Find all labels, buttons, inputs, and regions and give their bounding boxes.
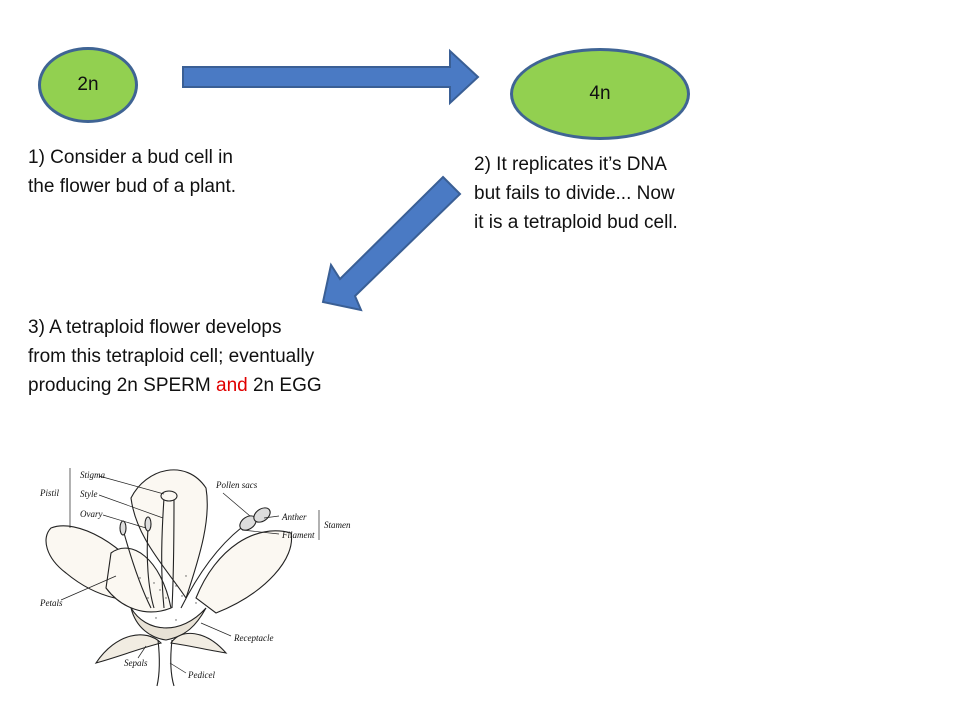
pollen-sacs-label: Pollen sacs — [215, 480, 258, 490]
step-3-line-1: 3) A tetraploid flower develops — [28, 317, 282, 338]
petals-label: Petals — [39, 598, 63, 608]
pistil-label: Pistil — [39, 488, 60, 498]
mid-anther — [119, 520, 127, 536]
stigma — [160, 490, 178, 502]
right-filament — [180, 527, 242, 609]
diploid-cell: 2n — [38, 47, 138, 123]
left-anther — [144, 516, 152, 532]
tetraploid-cell-label: 4n — [589, 83, 611, 104]
right-anther-b — [253, 507, 271, 523]
step-1-text: 1) Consider a bud cell in the flower bud… — [28, 147, 237, 197]
tetraploid-cell: 4n — [510, 48, 690, 140]
step-3-line-3: producing 2n SPERM and 2n EGG — [28, 371, 322, 400]
mid-filament — [123, 532, 152, 609]
step-3-highlight: and — [216, 375, 248, 396]
flower-diagram: Stigma Style Ovary Pistil Pollen sacs An… — [39, 468, 351, 687]
style-label: Style — [80, 489, 98, 499]
step-3-line-2: from this tetraploid cell; eventually — [28, 346, 315, 367]
step-2-text: 2) It replicates it’s DNA but fails to d… — [474, 154, 678, 233]
right-arrow — [182, 48, 480, 106]
step-3-line-3-start: producing 2n SPERM — [28, 375, 216, 396]
down-left-arrow — [321, 175, 462, 312]
stigma-label: Stigma — [80, 470, 106, 480]
anther-label: Anther — [281, 512, 307, 522]
back-petal — [130, 469, 208, 600]
right-petal — [195, 530, 293, 614]
style — [161, 497, 175, 609]
sepals-label: Sepals — [124, 658, 148, 668]
step-3-line-3-end: 2n EGG — [247, 375, 322, 396]
filament-label: Filament — [281, 530, 315, 540]
pedicel-label: Pedicel — [187, 670, 215, 680]
stamen-label: Stamen — [324, 520, 351, 530]
right-sepal — [170, 632, 228, 654]
diploid-cell-label: 2n — [77, 74, 99, 95]
receptacle-label: Receptacle — [233, 633, 273, 643]
receptacle — [130, 607, 207, 641]
step-3-text: 3) A tetraploid flower develops from thi… — [28, 313, 322, 400]
ovary-label: Ovary — [80, 509, 103, 519]
left-sepal — [94, 634, 163, 664]
left-filament — [146, 527, 155, 609]
pedicel — [156, 639, 175, 687]
